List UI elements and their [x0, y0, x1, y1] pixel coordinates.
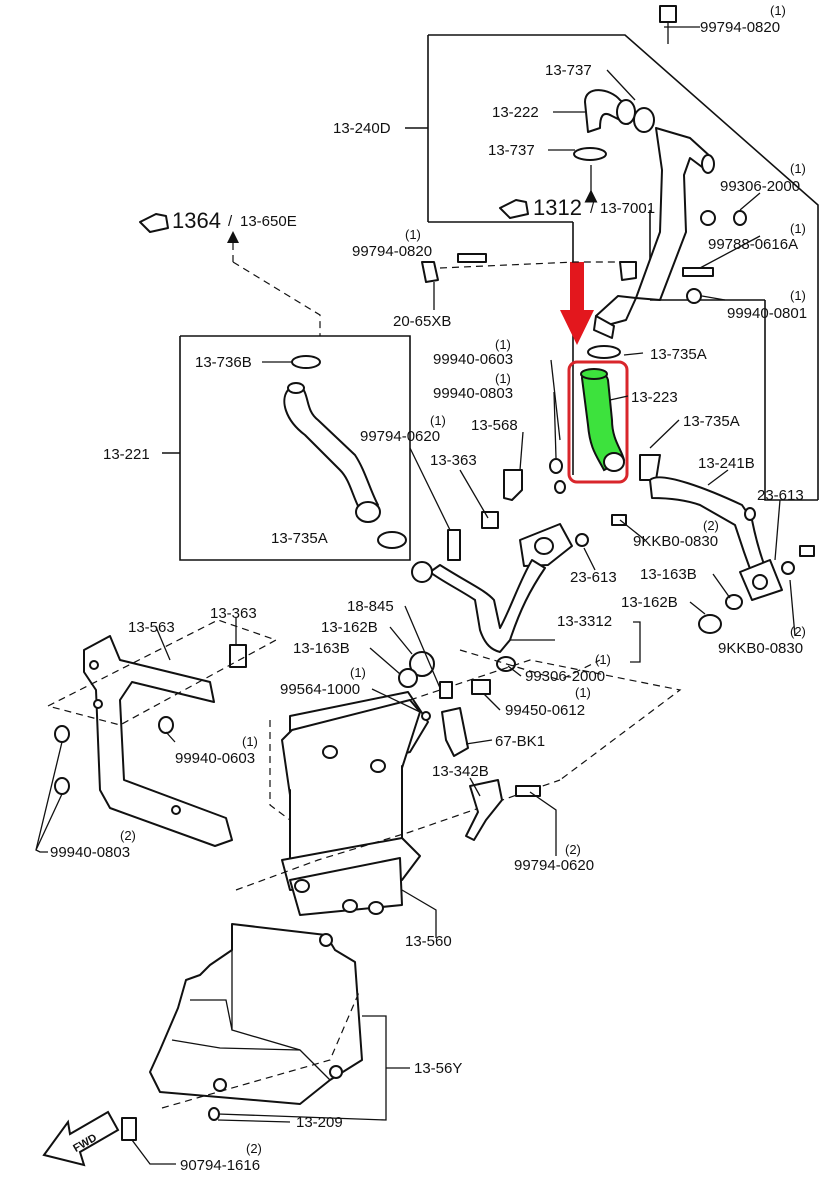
- label-99306-2000-a: 99306-2000: [720, 178, 800, 195]
- label-99306-2000-b: 99306-2000: [525, 668, 605, 685]
- label-99788-0616a: 99788-0616A: [708, 236, 798, 253]
- label-ref-slash: /: [590, 200, 595, 217]
- qty: (2): [246, 1141, 262, 1156]
- label-ref-slash: /: [228, 213, 233, 230]
- label-9kkb0-0830-b: 9KKB0-0830: [718, 640, 803, 657]
- qty: (1): [405, 227, 421, 242]
- label-99564-1000: 99564-1000: [280, 681, 360, 698]
- label-13-737-a: 13-737: [545, 62, 592, 79]
- qty: (1): [575, 685, 591, 700]
- down-arrow-icon: [560, 262, 594, 345]
- leader-lines: [35, 5, 796, 1165]
- part-labels: 99794-0820 (1) 13-737 13-222 13-240D 13-…: [50, 3, 807, 1174]
- label-13-163b-b: 13-163B: [293, 640, 350, 657]
- qty: (1): [350, 665, 366, 680]
- label-13-342b: 13-342B: [432, 763, 489, 780]
- qty: (1): [495, 337, 511, 352]
- label-13-223: 13-223: [631, 389, 678, 406]
- qty: (1): [770, 3, 786, 18]
- label-13-735a-a: 13-735A: [650, 346, 707, 363]
- label-99794-0820-mid: 99794-0820: [352, 243, 432, 260]
- qty: (2): [703, 518, 719, 533]
- label-99940-0603-a: 99940-0603: [433, 351, 513, 368]
- intake-pipe-13-222: [573, 89, 747, 339]
- bracket-13-563: [47, 619, 278, 847]
- label-13-563: 13-563: [128, 619, 175, 636]
- highlighted-hose-13-223[interactable]: [580, 345, 626, 472]
- qty: (1): [790, 221, 806, 236]
- label-9kkb0-0830-a: 9KKB0-0830: [633, 533, 718, 550]
- label-13-3312: 13-3312: [557, 613, 612, 630]
- label-ref-1364-code: 13-650E: [240, 213, 297, 230]
- pointing-hand-icon: [139, 199, 529, 233]
- label-13-363-b: 13-363: [210, 605, 257, 622]
- qty: (1): [242, 734, 258, 749]
- hose-13-221: [283, 355, 407, 549]
- label-13-735a-b: 13-735A: [683, 413, 740, 430]
- label-99940-0803-b: 99940-0803: [50, 844, 130, 861]
- qty: (2): [565, 842, 581, 857]
- label-13-568: 13-568: [471, 417, 518, 434]
- fwd-arrow-icon: FWD: [42, 1110, 120, 1167]
- label-13-735a-c: 13-735A: [271, 530, 328, 547]
- qty: (1): [790, 288, 806, 303]
- pipe-13-241b: [411, 476, 815, 672]
- label-99794-0620-a: 99794-0620: [360, 428, 440, 445]
- label-13-209: 13-209: [296, 1114, 343, 1131]
- label-23-613-a: 23-613: [757, 487, 804, 504]
- label-20-65xb: 20-65XB: [393, 313, 451, 330]
- label-ref-1312-num: 1312: [533, 195, 582, 220]
- label-13-240d: 13-240D: [333, 120, 391, 137]
- label-18-845: 18-845: [347, 598, 394, 615]
- qty: (1): [430, 413, 446, 428]
- label-13-363-a: 13-363: [430, 452, 477, 469]
- intercooler-13-560: [235, 659, 682, 916]
- label-99940-0803-a: 99940-0803: [433, 385, 513, 402]
- label-ref-1312-code: 13-7001: [600, 200, 655, 217]
- label-99450-0612: 99450-0612: [505, 702, 585, 719]
- undercover-13-56y: [121, 923, 363, 1141]
- label-13-162b-b: 13-162B: [321, 619, 378, 636]
- label-13-162b-a: 13-162B: [621, 594, 678, 611]
- label-13-56y: 13-56Y: [414, 1060, 462, 1077]
- label-67-bk1: 67-BK1: [495, 733, 545, 750]
- fittings-lower: [398, 649, 601, 841]
- label-13-560: 13-560: [405, 933, 452, 950]
- frame-13-221: [162, 335, 411, 561]
- qty: (2): [120, 828, 136, 843]
- label-99794-0820-top: 99794-0820: [700, 19, 780, 36]
- label-23-613-b: 23-613: [570, 569, 617, 586]
- qty: (1): [495, 371, 511, 386]
- label-13-221: 13-221: [103, 446, 150, 463]
- label-ref-1364-num: 1364: [172, 208, 221, 233]
- fittings-middle: [421, 253, 661, 561]
- highlight-box: [567, 360, 629, 484]
- qty: (1): [790, 161, 806, 176]
- label-99940-0801: 99940-0801: [727, 305, 807, 322]
- label-90794-1616: 90794-1616: [180, 1157, 260, 1174]
- label-13-736b: 13-736B: [195, 354, 252, 371]
- label-13-222: 13-222: [492, 104, 539, 121]
- label-99940-0603-b: 99940-0603: [175, 750, 255, 767]
- qty: (1): [595, 652, 611, 667]
- label-13-163b-a: 13-163B: [640, 566, 697, 583]
- label-13-737-b: 13-737: [488, 142, 535, 159]
- label-13-241b: 13-241B: [698, 455, 755, 472]
- label-99794-0620-b: 99794-0620: [514, 857, 594, 874]
- qty: (2): [790, 624, 806, 639]
